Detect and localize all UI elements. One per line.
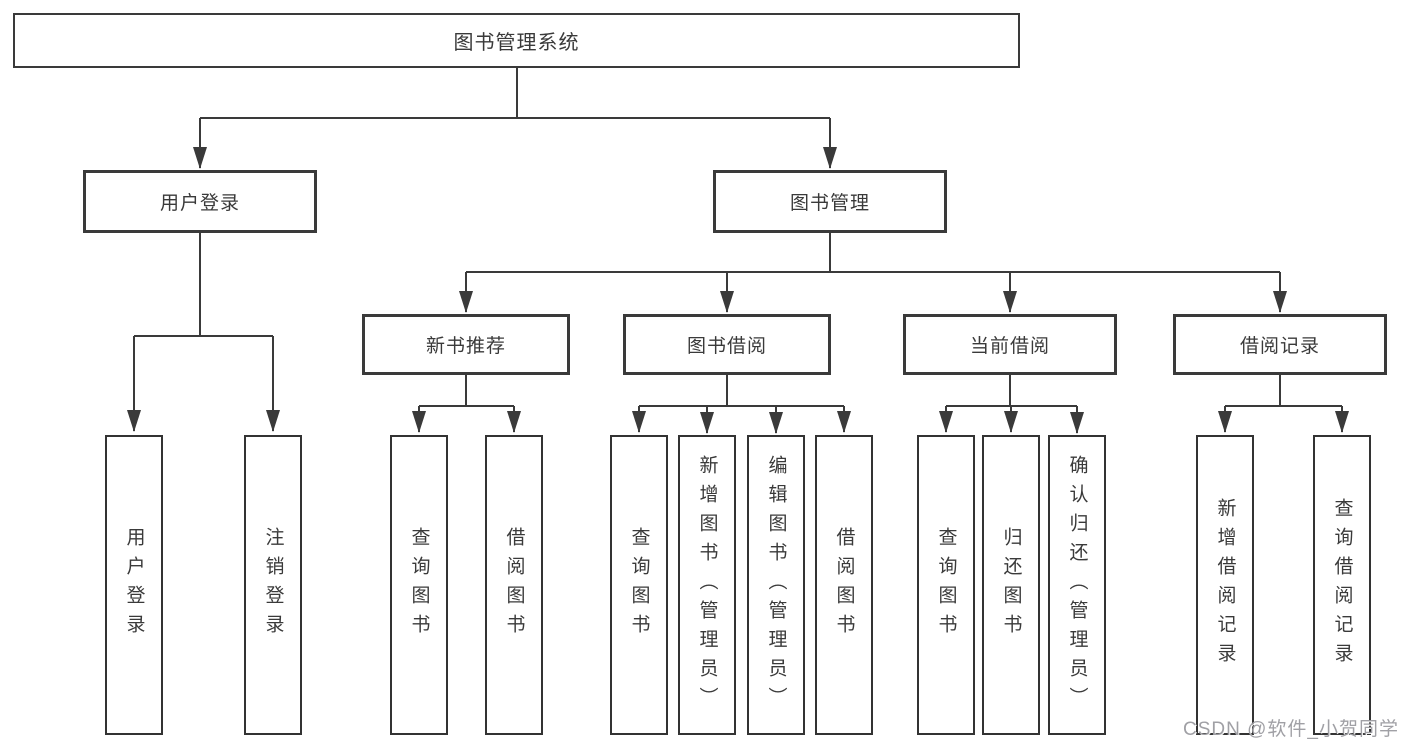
node-leaf-query-book-2: 查询图书 (610, 435, 668, 735)
node-borrow-record: 借阅记录 (1173, 314, 1387, 375)
node-leaf-edit-book-admin: 编辑图书（管理员） (747, 435, 805, 735)
node-leaf-borrow-book-2: 借阅图书 (815, 435, 873, 735)
node-library-system-root: 图书管理系统 (13, 13, 1020, 68)
node-leaf-query-book-3: 查询图书 (917, 435, 975, 735)
node-current-borrow: 当前借阅 (903, 314, 1117, 375)
node-leaf-query-book-1: 查询图书 (390, 435, 448, 735)
node-leaf-user-login: 用户登录 (105, 435, 163, 735)
node-leaf-add-book-admin: 新增图书（管理员） (678, 435, 736, 735)
node-leaf-return-book: 归还图书 (982, 435, 1040, 735)
node-leaf-logout: 注销登录 (244, 435, 302, 735)
node-user-login-branch: 用户登录 (83, 170, 317, 233)
node-book-management-branch: 图书管理 (713, 170, 947, 233)
node-book-borrow: 图书借阅 (623, 314, 831, 375)
watermark: CSDN @软件_小贺同学 (1183, 719, 1399, 740)
node-leaf-query-borrow-record: 查询借阅记录 (1313, 435, 1371, 735)
node-new-book-recommend: 新书推荐 (362, 314, 570, 375)
node-leaf-borrow-book-1: 借阅图书 (485, 435, 543, 735)
node-leaf-add-borrow-record: 新增借阅记录 (1196, 435, 1254, 735)
node-leaf-confirm-return-admin: 确认归还（管理员） (1048, 435, 1106, 735)
